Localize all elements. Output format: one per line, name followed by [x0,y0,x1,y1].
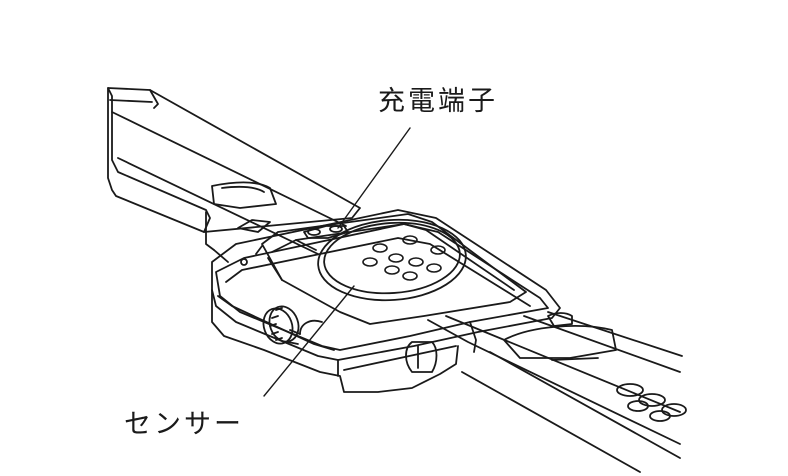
charging-terminal-pins [303,225,349,239]
sensor-module [261,213,527,325]
crown [262,305,301,345]
sensor-leader [263,285,355,397]
watch-case [211,209,561,393]
lower-strap [405,311,687,473]
charging-terminal-leader [337,127,411,229]
sensor-dots [362,235,446,281]
upper-strap [107,87,361,263]
charging-terminal-label: 充電端子 [378,86,498,117]
sensor-label: センサー [124,409,244,440]
